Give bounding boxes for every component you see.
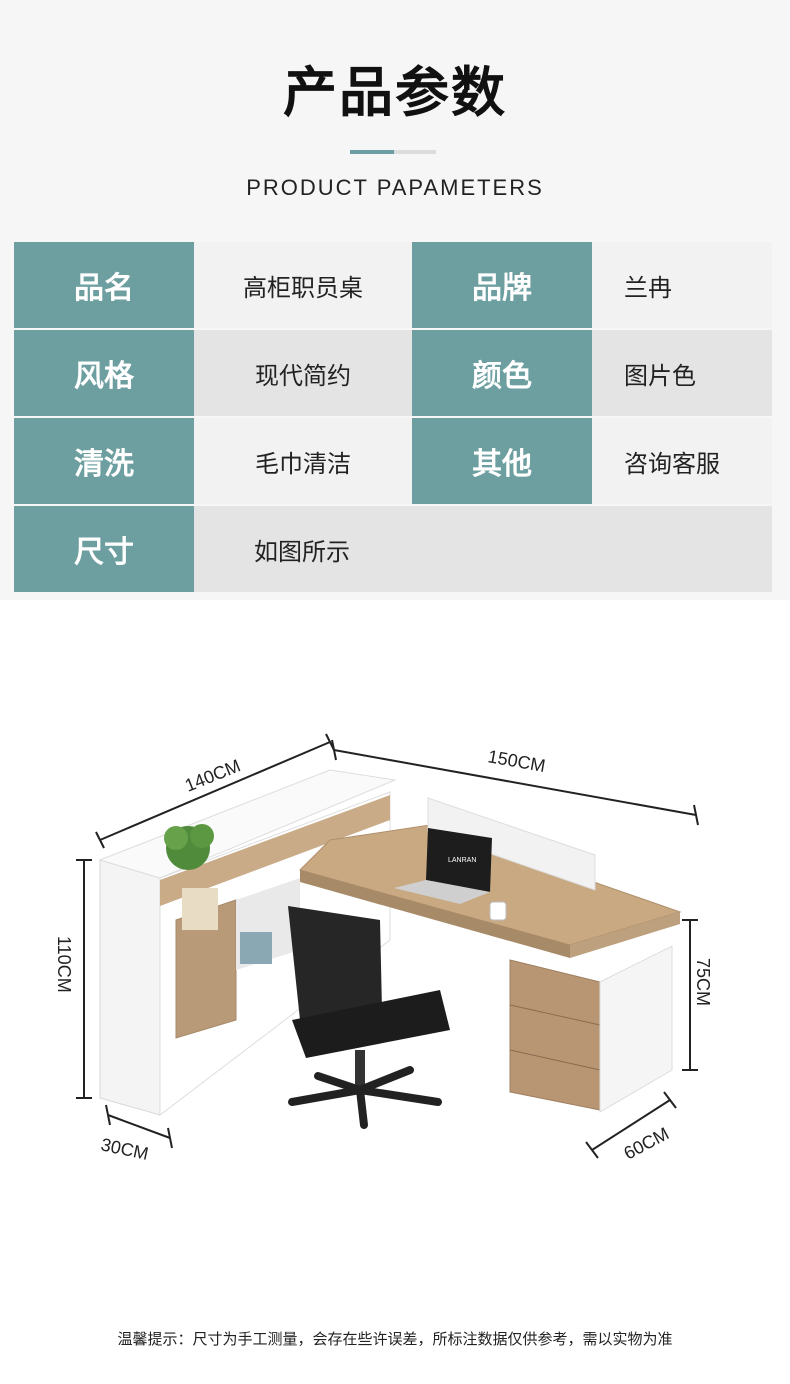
param-value-style: 现代简约 <box>194 330 412 416</box>
param-label-color: 颜色 <box>412 330 592 416</box>
param-label-other: 其他 <box>412 418 592 504</box>
laptop-brand: LANRAN <box>448 857 476 864</box>
desk-illustration: 140CM 150CM 110CM 75CM 30CM 60CM LANRAN <box>54 733 713 1164</box>
param-label-style: 风格 <box>14 330 194 416</box>
param-value-clean: 毛巾清洁 <box>194 418 412 504</box>
parameter-table: 品名 高柜职员桌 品牌 兰冉 风格 现代简约 颜色 图片色 清洗 毛巾清洁 其他… <box>14 242 772 594</box>
param-label-clean: 清洗 <box>14 418 194 504</box>
param-value-name: 高柜职员桌 <box>194 242 412 328</box>
footer-note: 温馨提示：尺寸为手工测量，会存在些许误差，所标注数据仅供参考，需以实物为准 <box>117 1330 673 1348</box>
title-divider <box>350 150 436 154</box>
dimension-lines <box>76 733 699 1159</box>
param-label-name: 品名 <box>14 242 194 328</box>
param-value-size: 如图所示 <box>194 506 772 592</box>
param-label-size: 尺寸 <box>14 506 194 592</box>
page-title: 产品参数 <box>283 61 507 124</box>
desk-partition <box>427 797 596 891</box>
param-label-brand: 品牌 <box>412 242 592 328</box>
page-subtitle: PRODUCT PAPAMETERS <box>246 175 544 200</box>
storage-box <box>240 932 272 964</box>
dimension-height-desk: 75CM <box>693 958 713 1006</box>
dimension-depth-cabinet: 30CM <box>99 1134 150 1164</box>
dimension-width-right: 150CM <box>486 746 547 776</box>
param-row: 清洗 毛巾清洁 其他 咨询客服 <box>14 418 772 504</box>
param-row: 风格 现代简约 颜色 图片色 <box>14 330 772 416</box>
file-folders <box>182 888 218 930</box>
param-row: 尺寸 如图所示 <box>14 506 772 592</box>
dimension-width-left: 140CM <box>182 755 243 795</box>
mug <box>489 901 507 921</box>
param-value-brand: 兰冉 <box>592 242 772 328</box>
dimension-depth-desk: 60CM <box>620 1123 672 1163</box>
dimension-height-cabinet: 110CM <box>54 936 74 993</box>
param-value-other: 咨询客服 <box>592 418 772 504</box>
drawer-pedestal <box>509 959 601 1111</box>
param-value-color: 图片色 <box>592 330 772 416</box>
param-row: 品名 高柜职员桌 品牌 兰冉 <box>14 242 772 328</box>
laptop: LANRAN <box>394 828 507 921</box>
title-divider-accent <box>350 150 394 154</box>
office-chair <box>288 906 450 1129</box>
